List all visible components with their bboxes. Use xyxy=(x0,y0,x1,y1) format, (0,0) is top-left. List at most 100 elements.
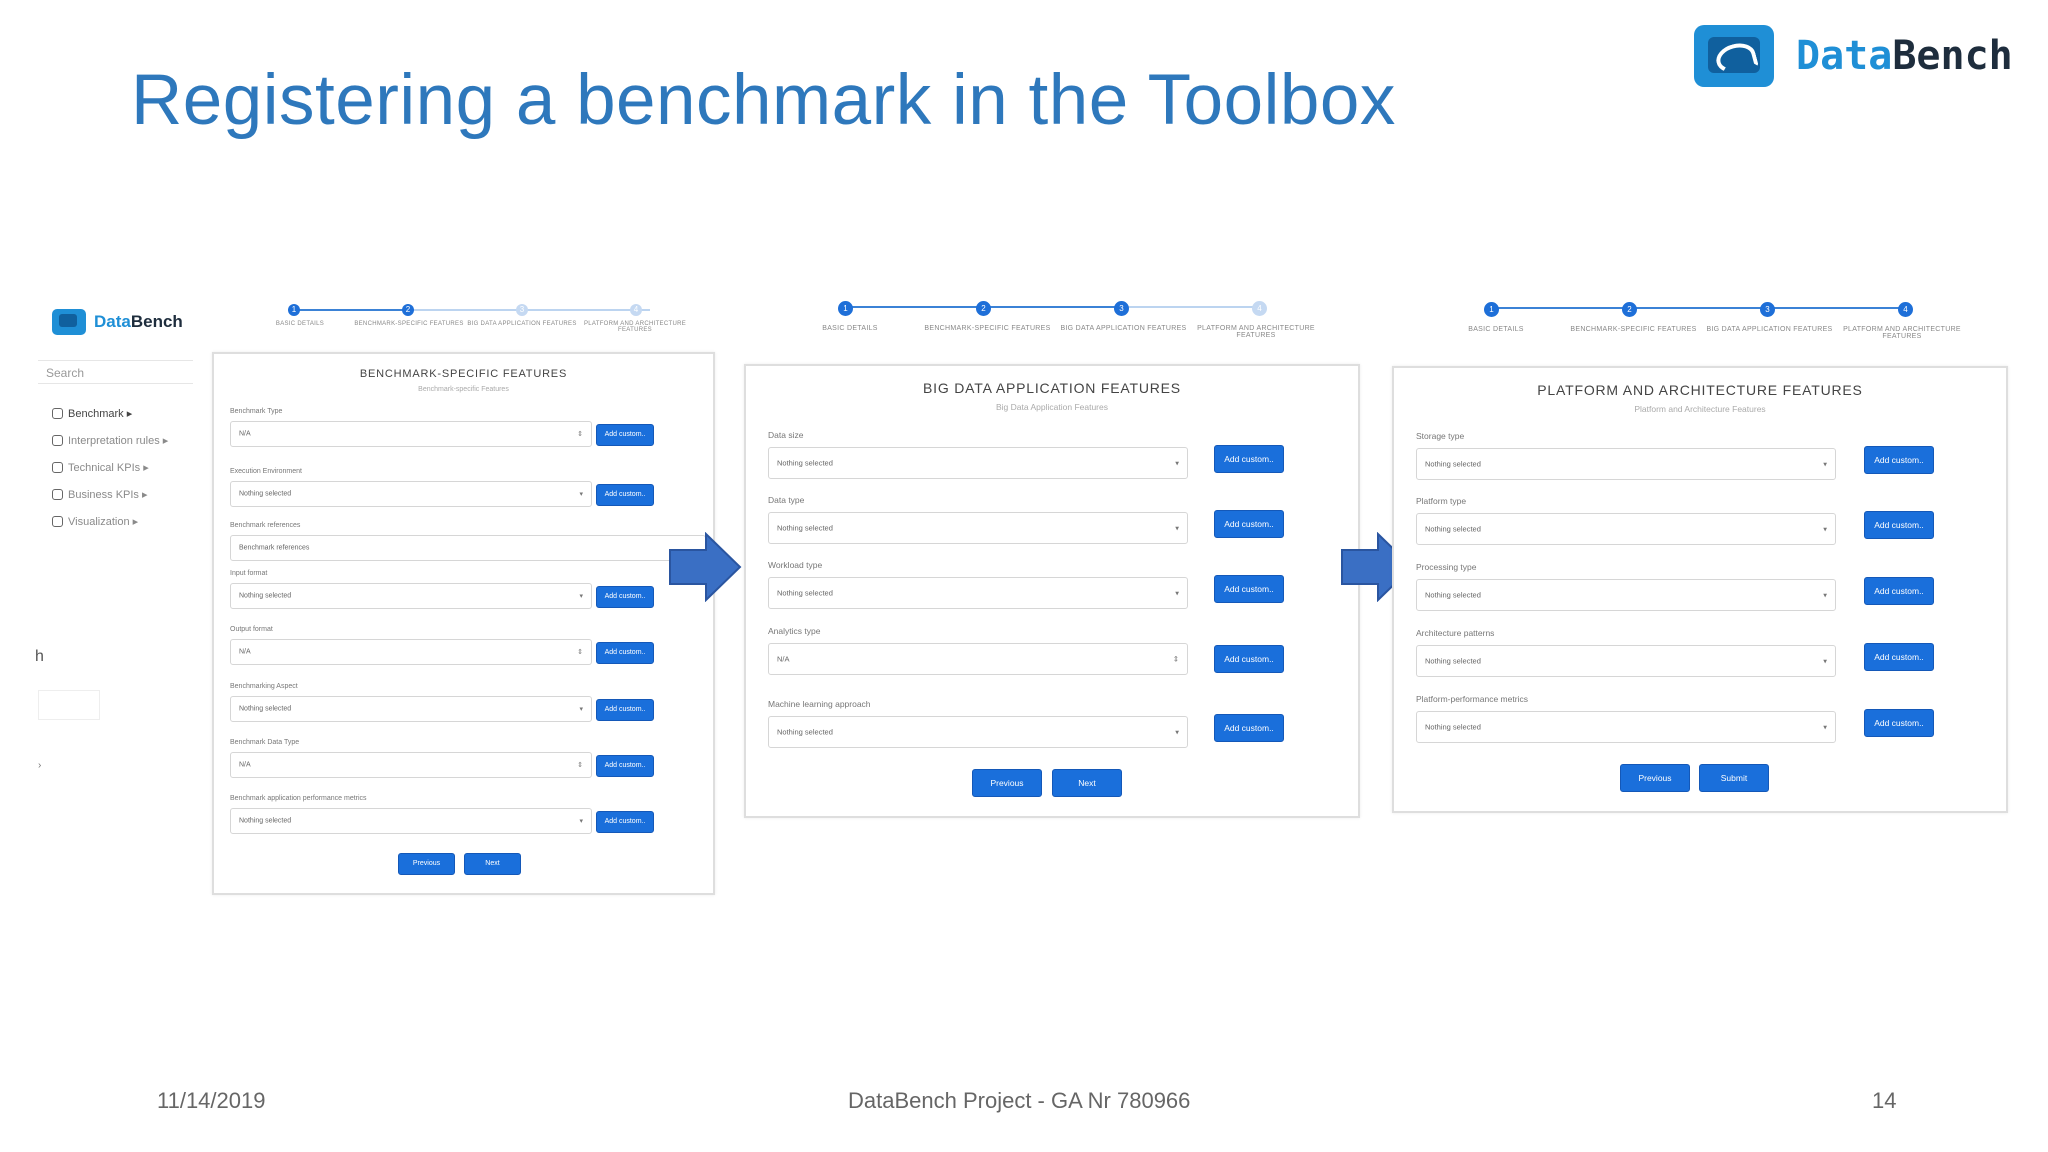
workload-type-select[interactable]: Nothing selected▾ xyxy=(768,577,1188,609)
platform-metrics-select[interactable]: Nothing selected▾ xyxy=(1416,711,1836,743)
previous-button[interactable]: Previous xyxy=(1620,764,1690,792)
step-label: Benchmark-specific features xyxy=(1570,326,1697,333)
sidebar-item-business-kpis[interactable]: Business KPIs ▸ xyxy=(52,481,168,508)
panel-subtitle: Benchmark-specific Features xyxy=(418,386,509,393)
field-label: Benchmark application performance metric… xyxy=(230,795,367,802)
step-label: Platform and architecture features xyxy=(583,321,687,333)
execution-environment-select[interactable]: Nothing selected▾ xyxy=(230,481,592,507)
add-custom-button[interactable]: Add custom.. xyxy=(1864,446,1934,474)
next-button[interactable]: Next xyxy=(1052,769,1122,797)
users-icon xyxy=(52,489,63,500)
previous-button[interactable]: Previous xyxy=(398,853,455,875)
step-dot-3[interactable]: 3 xyxy=(516,304,528,316)
benchmarking-aspect-select[interactable]: Nothing selected▾ xyxy=(230,696,592,722)
sidebar-item-visualization[interactable]: Visualization ▸ xyxy=(52,508,168,535)
add-custom-button[interactable]: Add custom.. xyxy=(596,642,654,664)
previous-button[interactable]: Previous xyxy=(972,769,1042,797)
document-icon xyxy=(52,435,63,446)
add-custom-button[interactable]: Add custom.. xyxy=(1214,645,1284,673)
next-button[interactable]: Next xyxy=(464,853,521,875)
add-custom-button[interactable]: Add custom.. xyxy=(596,484,654,506)
data-type-select[interactable]: Nothing selected▾ xyxy=(768,512,1188,544)
sidebar-item-interpretation-rules[interactable]: Interpretation rules ▸ xyxy=(52,427,168,454)
step-dot-1[interactable]: 1 xyxy=(838,301,853,316)
step-dot-3[interactable]: 3 xyxy=(1760,302,1775,317)
sidebar-logo[interactable]: DataBench xyxy=(52,309,183,335)
processing-type-select[interactable]: Nothing selected▾ xyxy=(1416,579,1836,611)
field-label: Machine learning approach xyxy=(768,699,871,709)
add-custom-button[interactable]: Add custom.. xyxy=(596,586,654,608)
benchmark-references-input[interactable]: Benchmark references xyxy=(230,535,706,561)
step-dot-1[interactable]: 1 xyxy=(1484,302,1499,317)
submit-button[interactable]: Submit xyxy=(1699,764,1769,792)
panel-subtitle: Platform and Architecture Features xyxy=(1634,404,1766,414)
sidebar-item-technical-kpis[interactable]: Technical KPIs ▸ xyxy=(52,454,168,481)
step-dot-2[interactable]: 2 xyxy=(976,301,991,316)
step-label: Platform and architecture features xyxy=(1197,325,1315,339)
field-label: Processing type xyxy=(1416,562,1477,572)
add-custom-button[interactable]: Add custom.. xyxy=(1864,577,1934,605)
step-dot-4[interactable]: 4 xyxy=(630,304,642,316)
step-dot-4[interactable]: 4 xyxy=(1898,302,1913,317)
platform-features-panel: Platform and architecture features Platf… xyxy=(1392,366,2008,813)
field-label: Benchmark Type xyxy=(230,408,283,415)
add-custom-button[interactable]: Add custom.. xyxy=(1214,445,1284,473)
chat-bubble-icon xyxy=(52,309,86,335)
field-label: Workload type xyxy=(768,560,823,570)
stepper-1: 1 2 3 4 Basic details Benchmark-specific… xyxy=(270,304,690,344)
step-label: Basic details xyxy=(275,321,325,327)
footer-project: DataBench Project - GA Nr 780966 xyxy=(848,1088,1191,1113)
output-format-select[interactable]: N/A⇕ xyxy=(230,639,592,665)
add-custom-button[interactable]: Add custom.. xyxy=(1214,714,1284,742)
benchmark-data-type-select[interactable]: N/A⇕ xyxy=(230,752,592,778)
stepper-3: 1 2 3 4 Basic details Benchmark-specific… xyxy=(1466,302,1961,346)
step-dot-4[interactable]: 4 xyxy=(1252,301,1267,316)
add-custom-button[interactable]: Add custom.. xyxy=(596,699,654,721)
step-label: Benchmark-specific features xyxy=(354,321,464,327)
add-custom-button[interactable]: Add custom.. xyxy=(1864,511,1934,539)
slide-title: Registering a benchmark in the Toolbox xyxy=(131,61,1396,140)
sidebar-item-benchmark[interactable]: Benchmark ▸ xyxy=(52,400,168,427)
step-dot-2[interactable]: 2 xyxy=(402,304,414,316)
add-custom-button[interactable]: Add custom.. xyxy=(1864,709,1934,737)
big-data-features-panel: Big data application features Big Data A… xyxy=(744,364,1360,818)
step-dot-1[interactable]: 1 xyxy=(288,304,300,316)
stepper-2: 1 2 3 4 Basic details Benchmark-specific… xyxy=(820,301,1315,345)
field-label: Analytics type xyxy=(768,626,821,636)
chat-bubble-icon xyxy=(1694,25,1774,87)
add-custom-button[interactable]: Add custom.. xyxy=(596,424,654,446)
cropped-text-fragment: h xyxy=(35,648,44,665)
benchmark-type-select[interactable]: N/A⇕ xyxy=(230,421,592,447)
field-label: Platform-performance metrics xyxy=(1416,694,1528,704)
add-custom-button[interactable]: Add custom.. xyxy=(596,755,654,777)
benchmark-features-panel: Benchmark-specific features Benchmark-sp… xyxy=(212,352,715,895)
step-dot-2[interactable]: 2 xyxy=(1622,302,1637,317)
step-label: Benchmark-specific features xyxy=(924,325,1051,332)
storage-type-select[interactable]: Nothing selected▾ xyxy=(1416,448,1836,480)
platform-type-select[interactable]: Nothing selected▾ xyxy=(1416,513,1836,545)
step-dot-3[interactable]: 3 xyxy=(1114,301,1129,316)
step-label: Platform and architecture features xyxy=(1843,326,1961,340)
sidebar-search-input[interactable]: Search xyxy=(38,360,193,384)
add-custom-button[interactable]: Add custom.. xyxy=(1214,575,1284,603)
analytics-type-select[interactable]: N/A⇕ xyxy=(768,643,1188,675)
footer-date: 11/14/2019 xyxy=(157,1088,266,1113)
step-label: Big data application features xyxy=(1060,325,1187,332)
right-arrow-icon xyxy=(669,532,742,602)
home-icon xyxy=(52,408,63,419)
ml-approach-select[interactable]: Nothing selected▾ xyxy=(768,716,1188,748)
add-custom-button[interactable]: Add custom.. xyxy=(1864,643,1934,671)
performance-metrics-select[interactable]: Nothing selected▾ xyxy=(230,808,592,834)
field-label: Benchmarking Aspect xyxy=(230,683,298,690)
architecture-patterns-select[interactable]: Nothing selected▾ xyxy=(1416,645,1836,677)
panel-subtitle: Big Data Application Features xyxy=(996,402,1108,412)
data-size-select[interactable]: Nothing selected▾ xyxy=(768,447,1188,479)
field-label: Execution Environment xyxy=(230,468,302,475)
step-label: Basic details xyxy=(1468,326,1524,333)
step-label: Basic details xyxy=(822,325,878,332)
panel-title: Big data application features xyxy=(923,380,1181,396)
add-custom-button[interactable]: Add custom.. xyxy=(1214,510,1284,538)
input-format-select[interactable]: Nothing selected▾ xyxy=(230,583,592,609)
field-label: Benchmark Data Type xyxy=(230,739,300,746)
add-custom-button[interactable]: Add custom.. xyxy=(596,811,654,833)
